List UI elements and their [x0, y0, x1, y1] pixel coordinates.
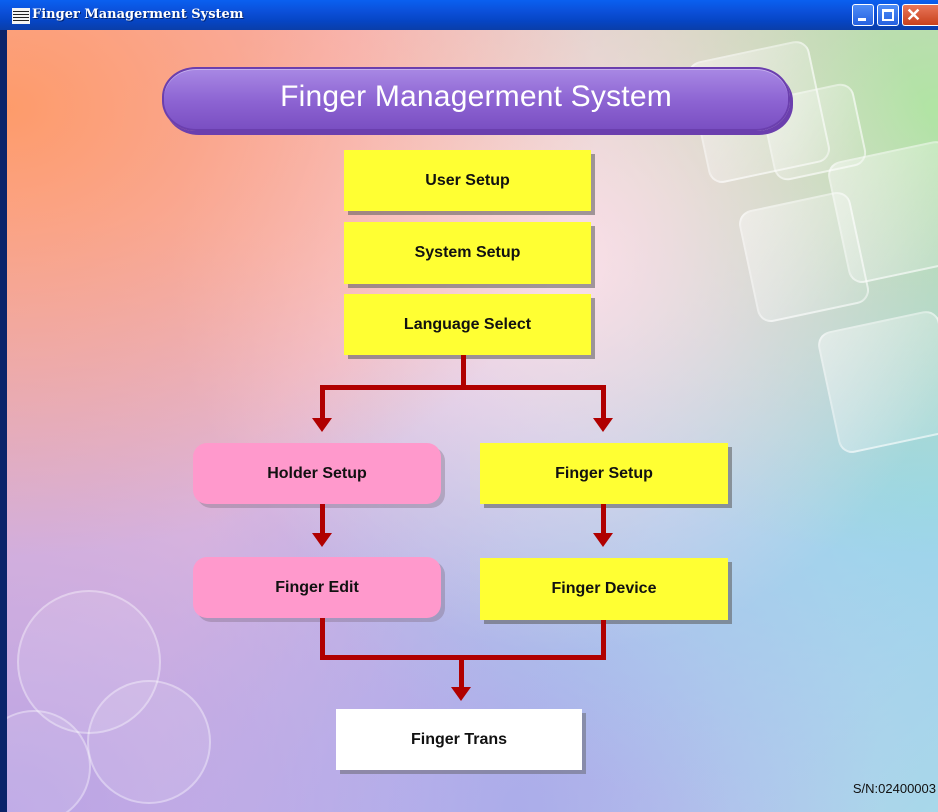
arrow-down-icon [593, 533, 613, 547]
close-icon: ✕ [906, 5, 922, 25]
connector-line [601, 385, 606, 419]
serial-number: S/N:02400003 [852, 781, 936, 796]
connector-line [601, 504, 606, 534]
arrow-down-icon [593, 418, 613, 432]
language-select-button[interactable]: Language Select [344, 294, 591, 355]
connector-line [320, 504, 325, 534]
header-banner: Finger Managerment System [162, 67, 790, 131]
finger-trans-label: Finger Trans [410, 730, 508, 748]
close-button[interactable]: ✕ [902, 4, 938, 26]
finger-device-label: Finger Device [551, 580, 657, 597]
finger-setup-button[interactable]: Finger Setup [480, 443, 728, 504]
arrow-down-icon [312, 533, 332, 547]
finger-edit-button[interactable]: Finger Edit [193, 557, 441, 618]
client-area: Finger Managerment System User Setup Sys… [7, 30, 938, 812]
background-disc-decoration [87, 680, 211, 804]
arrow-down-icon [312, 418, 332, 432]
finger-edit-label: Finger Edit [275, 578, 359, 596]
title-bar[interactable]: Finger Managerment System ✕ [0, 0, 938, 30]
system-setup-button[interactable]: System Setup [344, 222, 591, 284]
maximize-button[interactable] [877, 4, 899, 26]
app-icon[interactable] [12, 8, 30, 24]
arrow-down-icon [451, 687, 471, 701]
connector-line [320, 618, 325, 658]
background-key-decoration [736, 189, 872, 325]
system-setup-label: System Setup [414, 244, 521, 261]
connector-line [459, 655, 464, 687]
connector-line [601, 620, 606, 658]
window-title: Finger Managerment System [32, 7, 244, 22]
connector-line [320, 385, 325, 419]
holder-setup-label: Holder Setup [267, 464, 367, 482]
background-key-decoration [815, 308, 938, 456]
minimize-button[interactable] [852, 4, 874, 26]
finger-device-button[interactable]: Finger Device [480, 558, 728, 620]
language-select-label: Language Select [403, 315, 532, 333]
holder-setup-button[interactable]: Holder Setup [193, 443, 441, 504]
connector-line [461, 355, 466, 388]
minimize-icon [858, 18, 866, 21]
connector-line [320, 385, 606, 390]
user-setup-button[interactable]: User Setup [344, 150, 591, 211]
finger-setup-label: Finger Setup [555, 464, 653, 482]
maximize-icon [882, 9, 894, 21]
user-setup-label: User Setup [425, 171, 510, 189]
finger-trans-button[interactable]: Finger Trans [336, 709, 582, 770]
page-title: Finger Managerment System [280, 80, 672, 113]
